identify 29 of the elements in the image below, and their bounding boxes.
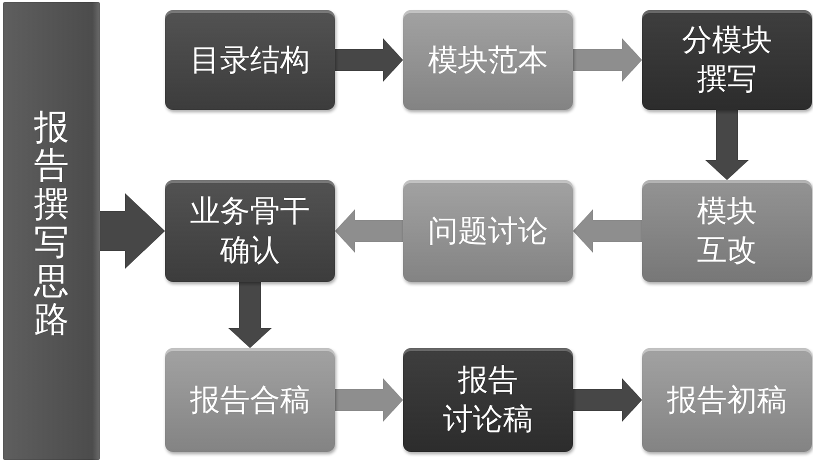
block-arrow (573, 209, 642, 253)
vertical-label: 报告撰写思路 (34, 108, 69, 340)
process-box (403, 348, 573, 452)
block-arrow (100, 193, 165, 269)
box-label: 问题讨论 (428, 212, 548, 250)
box-label: 报告合稿 (190, 382, 310, 420)
process-box (165, 348, 335, 452)
box-label: 模块范本 (428, 42, 548, 80)
process-box (165, 10, 335, 110)
process-box (642, 348, 812, 452)
process-box (403, 180, 573, 282)
block-arrow (573, 378, 642, 422)
box-label: 报告初稿 (667, 382, 787, 420)
process-box (403, 10, 573, 110)
process-box (642, 180, 812, 282)
process-box (642, 10, 812, 110)
box-label: 分模块撰写 (682, 22, 772, 99)
block-arrow (573, 38, 642, 82)
box-label: 目录结构 (190, 42, 310, 80)
block-arrow (335, 38, 403, 82)
block-arrow (335, 378, 403, 422)
block-arrow (335, 209, 403, 253)
box-label: 业务骨干确认 (190, 193, 310, 270)
block-arrow (228, 282, 272, 348)
box-label: 模块互改 (697, 193, 757, 270)
block-arrow (705, 110, 749, 180)
process-box (165, 180, 335, 282)
side-banner (3, 2, 100, 460)
box-label: 报告讨论稿 (443, 362, 533, 439)
